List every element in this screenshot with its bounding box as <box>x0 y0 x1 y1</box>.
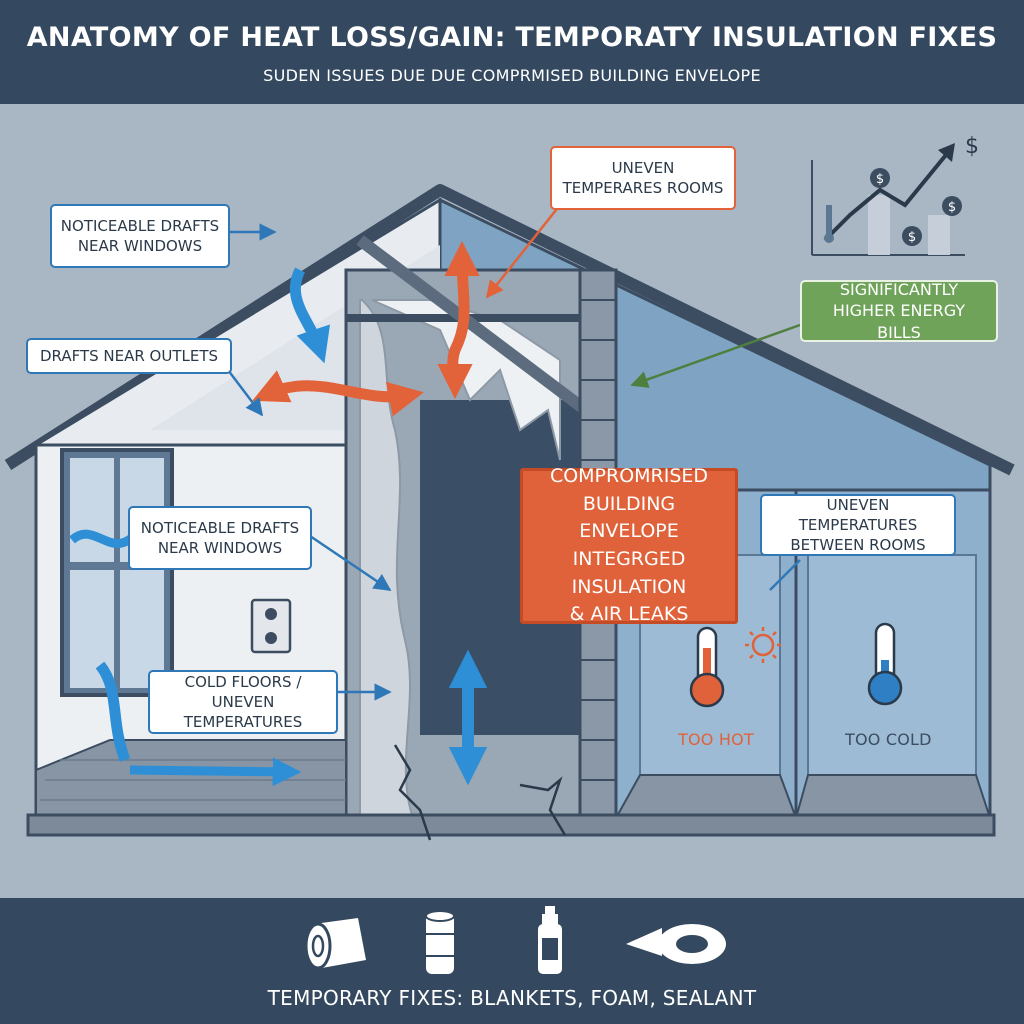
svg-text:$: $ <box>965 134 979 159</box>
footer-caption: TEMPORARY FIXES: BLANKETS, FOAM, SEALANT <box>267 986 757 1010</box>
draft-arrow-floor-horizontal <box>129 757 302 787</box>
leader-drafts-outlets <box>227 369 264 417</box>
callout-drafts-outlets: DRAFTS NEAR OUTLETS <box>26 338 232 374</box>
footer-banner <box>0 898 1024 1024</box>
draft-arrow-roof <box>289 267 331 364</box>
leader-uneven-between <box>769 559 801 591</box>
outlet-icon <box>250 598 292 654</box>
svg-text:$: $ <box>908 230 916 245</box>
svg-text:$: $ <box>948 200 956 215</box>
draft-arrow-window <box>69 529 139 548</box>
heat-arrow-vertical <box>437 240 480 400</box>
cold-thermometer-icon <box>867 622 903 706</box>
leader-drafts-windows-mid <box>309 534 392 592</box>
too-cold-label: TOO COLD <box>845 730 932 749</box>
page-title: ANATOMY OF HEAT LOSS/GAIN: TEMPORATY INS… <box>26 22 998 53</box>
svg-text:$: $ <box>876 172 884 187</box>
too-hot-label: TOO HOT <box>678 730 754 749</box>
draft-arrow-floor <box>95 661 131 762</box>
page-subtitle: SUDEN ISSUES DUE DUE COMPRMISED BUILDING… <box>263 66 761 85</box>
window <box>60 448 174 697</box>
rising-cost-chart-icon: $ $ $ $ <box>811 134 979 256</box>
leader-energy-bills <box>630 323 801 388</box>
leader-uneven-rooms <box>485 204 561 299</box>
header-banner: ANATOMY OF HEAT LOSS/GAIN: TEMPORATY INS… <box>0 0 1024 104</box>
hot-thermometer-icon <box>689 626 725 708</box>
sun-icon <box>745 627 781 663</box>
foam-can-icon <box>425 910 455 974</box>
insulation-roll-icon <box>304 918 366 970</box>
spray-bottle-icon <box>538 906 562 974</box>
heat-arrow-horizontal <box>252 370 424 417</box>
tape-roll-icon <box>626 924 726 964</box>
callout-cold-floors: COLD FLOORS /UNEVEN TEMPERATURES <box>148 670 338 734</box>
